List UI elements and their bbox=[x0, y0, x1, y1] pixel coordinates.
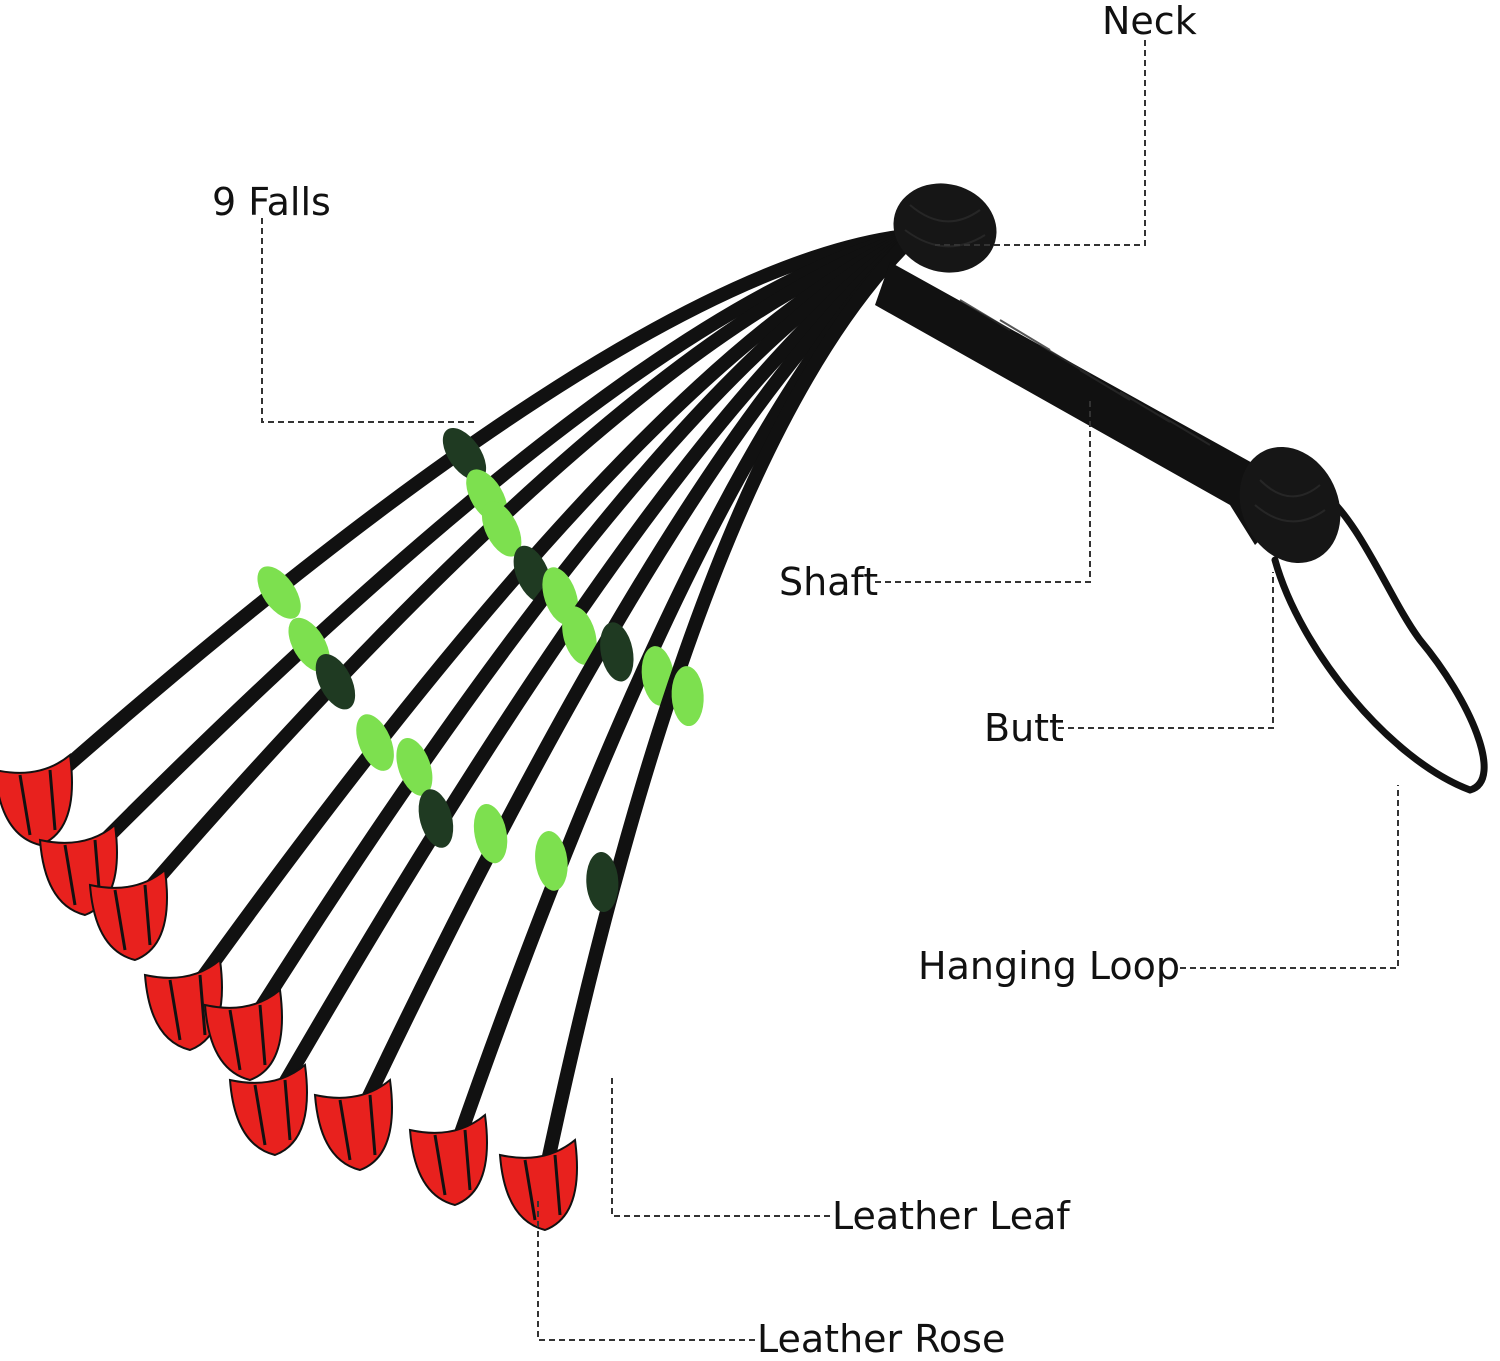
leather-rose bbox=[408, 1113, 488, 1207]
label-butt: Butt bbox=[984, 706, 1064, 750]
label-shaft: Shaft bbox=[779, 560, 879, 604]
leader-lines bbox=[261, 40, 1399, 1341]
label-neck: Neck bbox=[1102, 0, 1197, 43]
fall-strand bbox=[243, 228, 922, 1032]
neck-knot bbox=[893, 183, 997, 273]
rose-petal-edge bbox=[253, 1079, 292, 1146]
leather-rose bbox=[228, 1063, 308, 1157]
shaft bbox=[875, 262, 1300, 545]
leader-falls bbox=[261, 218, 475, 423]
handle-group bbox=[875, 183, 1488, 794]
leather-leaf bbox=[356, 714, 394, 771]
label-leather-leaf: Leather Leaf bbox=[832, 1194, 1070, 1238]
leather-leaf bbox=[562, 606, 597, 665]
fall-strand bbox=[353, 228, 922, 1122]
leader-leather-leaf bbox=[611, 1078, 830, 1217]
rose-petal-edge bbox=[523, 1154, 562, 1221]
rose-petal-edge bbox=[113, 884, 152, 951]
leather-leaf bbox=[257, 566, 301, 619]
leather-rose bbox=[498, 1138, 578, 1232]
leather-leaf bbox=[315, 654, 356, 710]
leather-leaf bbox=[418, 789, 454, 848]
leather-leaf bbox=[535, 831, 568, 891]
leather-leaf bbox=[473, 804, 508, 864]
rose-petal-edge bbox=[18, 769, 57, 836]
leader-leather-rose bbox=[537, 1198, 755, 1341]
leather-rose bbox=[88, 868, 168, 962]
leather-leaf bbox=[481, 501, 522, 557]
label-falls: 9 Falls bbox=[212, 180, 331, 224]
leather-leaf bbox=[600, 622, 634, 682]
leader-shaft bbox=[875, 400, 1091, 583]
leader-neck bbox=[935, 40, 1146, 246]
leader-hanging-loop bbox=[1180, 785, 1399, 969]
leather-leaf bbox=[513, 545, 552, 603]
label-leather-rose: Leather Rose bbox=[757, 1317, 1006, 1361]
fall-strand bbox=[538, 228, 922, 1182]
leather-rose bbox=[203, 988, 283, 1082]
butt-knot bbox=[1239, 446, 1341, 564]
hanging-loop bbox=[1271, 486, 1488, 794]
rose-petal-edge bbox=[338, 1094, 377, 1161]
leather-rose bbox=[0, 753, 73, 847]
rose-petal-edge bbox=[433, 1129, 472, 1196]
label-hanging-loop: Hanging Loop bbox=[918, 944, 1181, 988]
leather-leaf bbox=[586, 852, 619, 912]
leather-leaf bbox=[396, 738, 433, 796]
leader-butt bbox=[1058, 572, 1274, 729]
leather-rose bbox=[313, 1078, 393, 1172]
rose-petal-edge bbox=[228, 1004, 267, 1071]
fall-strand bbox=[33, 228, 922, 797]
fall-strand bbox=[128, 228, 922, 912]
leather-leaf bbox=[442, 427, 487, 481]
rose-petal-edge bbox=[168, 974, 207, 1041]
leather-leaf bbox=[671, 666, 704, 727]
falls-group bbox=[0, 228, 922, 1232]
